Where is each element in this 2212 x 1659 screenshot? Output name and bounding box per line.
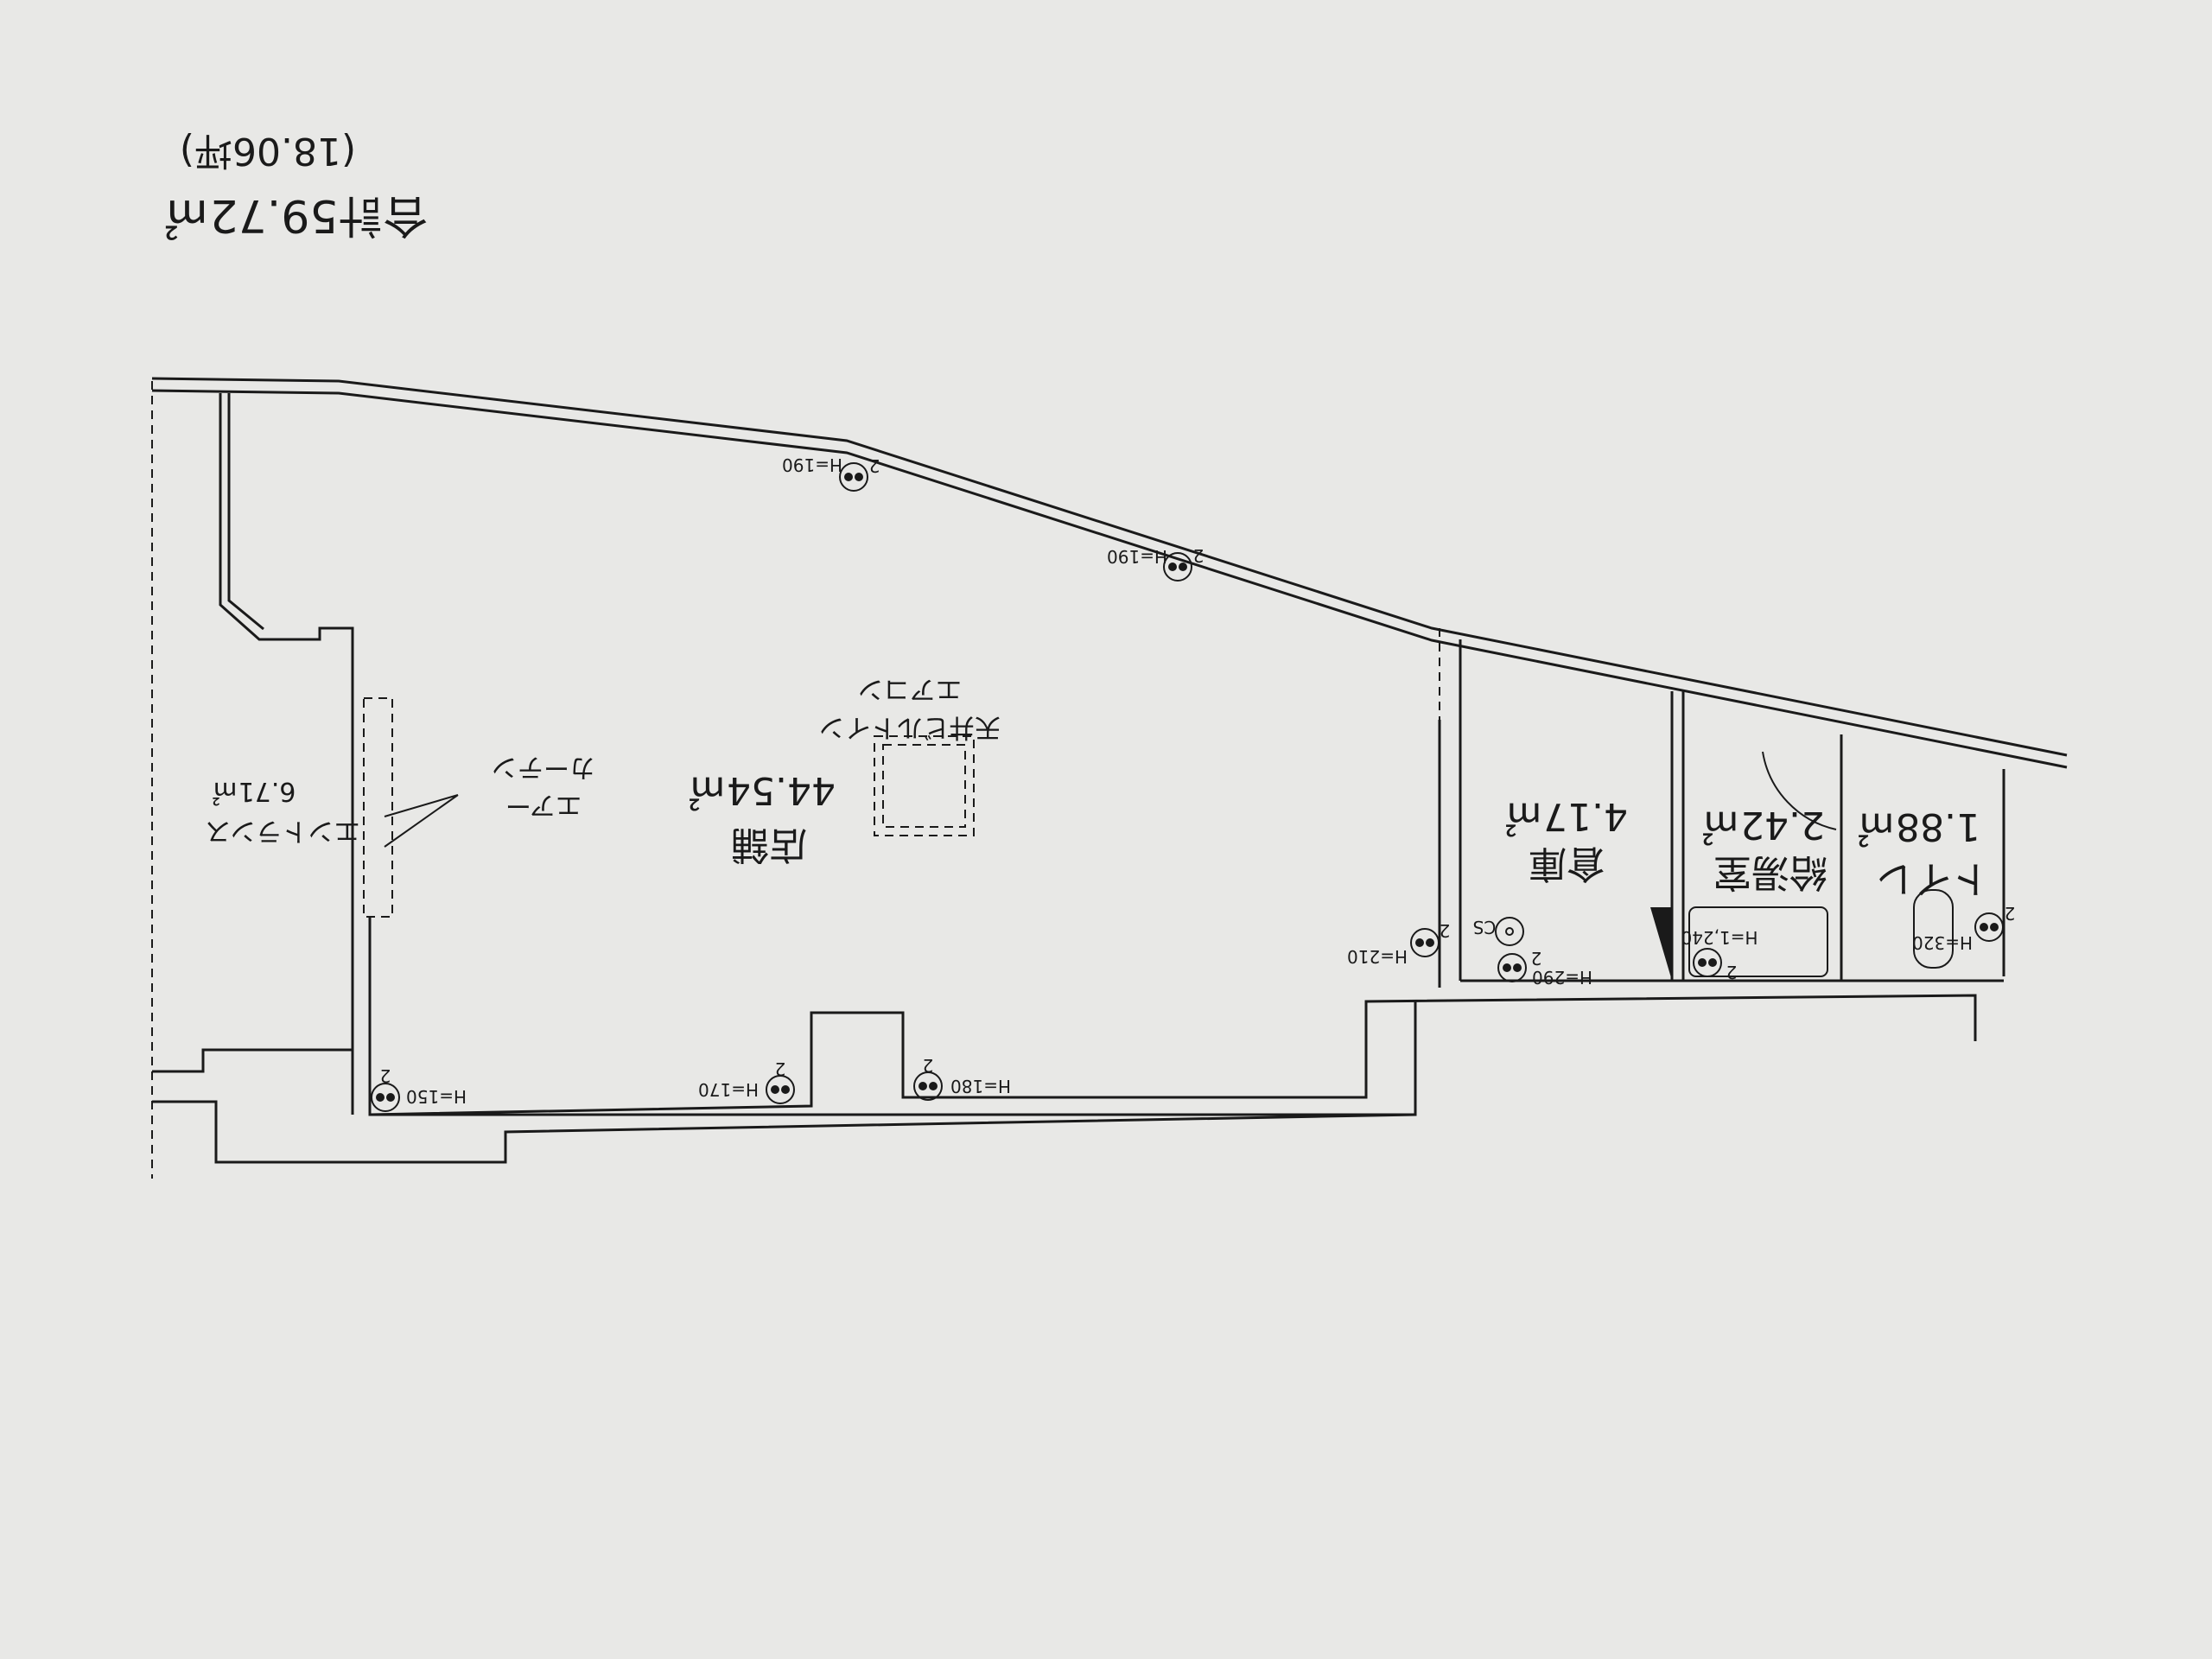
curtain-label-1: エアー <box>505 790 582 820</box>
storage-area: 4.17㎡ <box>1505 794 1628 838</box>
outlet-count: 2 <box>1440 920 1451 941</box>
leader-line <box>384 794 459 848</box>
outlet: H=180 2 <box>913 1055 1011 1101</box>
outlet-height: H=150 <box>406 1086 467 1107</box>
outlet-icon <box>1974 912 2004 942</box>
outlet-hole <box>918 1082 927 1090</box>
outlet-hole <box>929 1082 938 1090</box>
toilet-name: トイレ <box>1876 856 1990 900</box>
outlet-hole <box>1698 958 1707 967</box>
outlet-count: 2 <box>775 1058 786 1079</box>
cs-label: CS <box>1473 917 1497 938</box>
outlet-hole <box>1990 923 1999 931</box>
cs-outlet-dot <box>1505 927 1514 936</box>
ceiling-ac-inner <box>882 744 966 828</box>
outlet-hole <box>1980 923 1988 931</box>
cs-outlet-icon <box>1495 917 1524 946</box>
outlet-icon <box>913 1071 943 1101</box>
entrance-area: 6.71㎡ <box>213 776 296 806</box>
outlet-count: 2 <box>2005 903 2016 924</box>
outlet-hole <box>1168 563 1177 571</box>
outlet-icon <box>766 1075 795 1104</box>
store-area: 44.54㎡ <box>689 768 836 812</box>
outlet-hole <box>855 473 863 481</box>
outlet: H=1,240 2 <box>1681 927 1758 982</box>
outlet-height: H=190 <box>782 454 842 475</box>
kitchenette-area: 2.42㎡ <box>1702 803 1825 847</box>
outlet-hole <box>1426 938 1434 947</box>
ceiling-ac-unit <box>874 735 975 836</box>
outlet-height: H=210 <box>1347 946 1408 967</box>
outlet-icon <box>371 1083 400 1112</box>
outlet: H=190 2 <box>1107 545 1205 582</box>
outlet: H=210 2 <box>1347 920 1450 967</box>
ac-label-1: 天井ビルトイン <box>819 712 1001 742</box>
outlet-count: 2 <box>1531 948 1542 969</box>
outlet-hole <box>376 1093 385 1102</box>
entrance-name: エントランス <box>205 816 359 846</box>
outlet-hole <box>781 1085 790 1094</box>
total-area: 合計59.72㎡ <box>165 189 429 241</box>
store-name: 店舗 <box>731 823 807 867</box>
ac-label-2: エアコン <box>858 674 962 704</box>
outlet-height: H=1,240 <box>1681 927 1758 948</box>
outlet-hole <box>771 1085 779 1094</box>
outlet-height: H=190 <box>1107 546 1167 567</box>
outlet-height: H=320 <box>1912 932 1973 953</box>
outlet-hole <box>386 1093 395 1102</box>
curtain-label-2: カーテン <box>492 752 595 782</box>
outlet-hole <box>1503 963 1511 972</box>
walls <box>151 377 2068 1179</box>
toilet-area: 1.88㎡ <box>1858 804 1980 849</box>
outlet-hole <box>1513 963 1522 972</box>
outlet-hole <box>1415 938 1424 947</box>
storage-name: 倉庫 <box>1529 842 1605 886</box>
outlet-count: 2 <box>380 1065 391 1086</box>
outlet: H=320 2 <box>1912 903 2015 953</box>
kitchenette-name: 給湯室 <box>1713 850 1827 894</box>
outlet: H=190 2 <box>782 454 880 492</box>
outlet-hole <box>1708 958 1717 967</box>
outlet-icon <box>839 462 868 492</box>
outlet-icon <box>1163 552 1192 582</box>
outlet-hole <box>1179 563 1187 571</box>
outlet-count: 2 <box>923 1055 934 1076</box>
outlet-count: 2 <box>1726 962 1738 982</box>
labels: 合計59.72㎡ (18.06坪) 店舗 44.54㎡ 天井ビルトイン エアコン… <box>165 129 1990 900</box>
outlet: H=170 2 <box>698 1058 795 1104</box>
outlet-hole <box>844 473 853 481</box>
outlet-height: H=170 <box>698 1079 759 1100</box>
outlet-height: H=290 <box>1532 967 1592 988</box>
outlet-count: 2 <box>869 455 880 476</box>
outlet-count: 2 <box>1193 545 1205 566</box>
air-curtain <box>363 697 393 918</box>
total-tsubo: (18.06坪) <box>180 129 356 173</box>
outlet-icon <box>1497 953 1527 982</box>
outlet-height: H=180 <box>950 1076 1011 1096</box>
outlet-icon <box>1410 928 1440 957</box>
outlet-icon <box>1693 948 1722 977</box>
outlet: H=150 2 <box>371 1065 467 1112</box>
